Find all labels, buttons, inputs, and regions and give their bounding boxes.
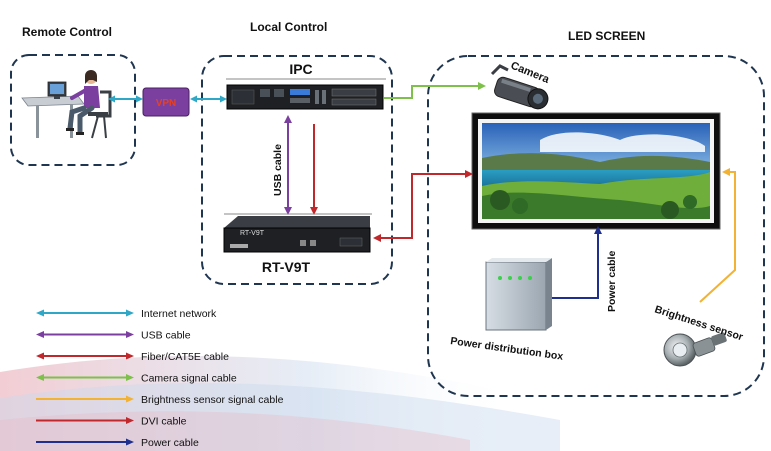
remote-control-group (10, 54, 136, 166)
power-distribution-box-label: Power distribution box (450, 335, 564, 363)
local-control-title: Local Control (250, 20, 327, 34)
legend-item: Fiber/CAT5E cable (36, 351, 229, 363)
legend-label: Camera signal cable (141, 373, 237, 385)
brightness-sensor-cable (699, 168, 736, 303)
ipc-label: IPC (289, 61, 312, 77)
legend-label: USB cable (141, 330, 191, 342)
legend-arrowhead-left (36, 374, 44, 381)
legend-arrowhead-right (126, 395, 134, 403)
rtv9t-front-label: RT-V9T (240, 230, 265, 237)
internet-link-vpn-ipc (190, 95, 227, 103)
legend-label: DVI cable (141, 416, 187, 428)
legend-arrowhead-right (126, 374, 134, 381)
camera-signal-cable (384, 82, 486, 99)
vpn-node: VPN (142, 87, 190, 117)
legend-label: Fiber/CAT5E cable (141, 351, 229, 363)
led-screen-title: LED SCREEN (568, 29, 645, 43)
legend-item: USB cable (36, 330, 191, 342)
legend-arrowhead-right (126, 417, 134, 424)
power-cable-link (548, 226, 602, 299)
legend-arrowhead-right (126, 331, 134, 338)
rtv9t-label: RT-V9T (262, 259, 311, 275)
usb-cable-label: USB cable (272, 144, 284, 196)
legend-item: Brightness sensor signal cable (36, 394, 284, 406)
power-distribution-box (485, 258, 552, 331)
vpn-label: VPN (156, 98, 177, 109)
legend-arrowhead-left (36, 352, 44, 360)
rtv9t-device (223, 216, 371, 253)
fiber-cable-link (373, 170, 473, 242)
legend-label: Power cable (141, 437, 199, 449)
legend-arrowhead-left (36, 331, 44, 338)
legend-arrowhead-right (126, 438, 134, 446)
remote-operator-icon (21, 70, 112, 139)
remote-control-title: Remote Control (22, 25, 112, 39)
brightness-sensor-label: Brightness sensor (653, 303, 744, 343)
legend-arrowhead-right (126, 352, 134, 360)
usb-cable-link (284, 115, 292, 215)
power-cable-label: Power cable (606, 251, 618, 312)
legend-item: Camera signal cable (36, 373, 237, 385)
led-screen-display (471, 112, 721, 230)
legend-label: Brightness sensor signal cable (141, 394, 284, 406)
dvi-cable-ipc-rtv9t (310, 124, 318, 215)
local-control-group (201, 55, 393, 285)
led-screen-group (427, 55, 765, 397)
legend-arrowhead-left (36, 309, 44, 317)
legend-label: Internet network (141, 308, 217, 320)
camera-device (490, 64, 549, 110)
brightness-sensor-device (663, 332, 727, 367)
legend-item: Internet network (36, 308, 217, 320)
legend-arrowhead-right (126, 309, 134, 317)
legend-item: Power cable (36, 437, 199, 449)
internet-link-remote-vpn (108, 95, 143, 103)
ipc-device (226, 84, 384, 110)
legend-item: DVI cable (36, 416, 187, 428)
